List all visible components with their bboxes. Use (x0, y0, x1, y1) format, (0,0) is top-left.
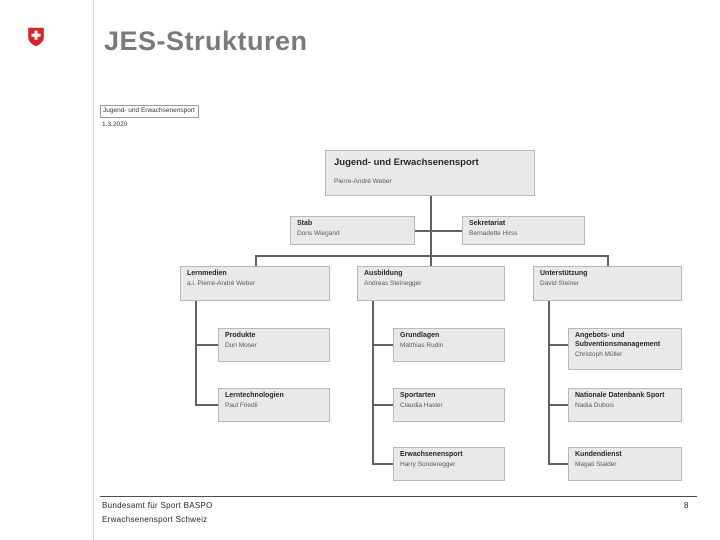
org-box-person: Claudia Hasler (400, 401, 443, 409)
chart-caption-date: 1.3.2020 (102, 121, 128, 128)
org-box-person: Duri Moser (225, 341, 257, 349)
org-box-title: Ausbildung (364, 270, 403, 277)
org-box-stab: Stab Doris Wiegand (290, 216, 415, 245)
connector-line (548, 463, 568, 465)
connector-line (372, 404, 393, 406)
swiss-confederation-logo-icon (27, 27, 45, 47)
org-box-angebots-subventionsmanagement: Angebots- und Subventionsmanagement Chri… (568, 328, 682, 370)
org-box-title: Kundendienst (575, 451, 622, 458)
org-box-title: Unterstützung (540, 270, 588, 277)
org-box-nationale-datenbank-sport: Nationale Datenbank Sport Nadia Dubois (568, 388, 682, 422)
org-box-title: Produkte (225, 332, 256, 339)
org-box-person: Matthias Rudin (400, 341, 444, 349)
org-box-lernmedien: Lernmedien a.i. Pierre-André Weber (180, 266, 330, 301)
connector-line (195, 404, 218, 406)
org-box-title: Angebots- und Subventionsmanagement (575, 332, 661, 348)
org-box-person: Pierre-André Weber (334, 177, 392, 185)
org-box-person: Christoph Müller (575, 350, 623, 358)
connector-line (195, 301, 197, 405)
connector-line (372, 344, 393, 346)
connector-line (548, 404, 568, 406)
connector-line (548, 301, 550, 464)
org-box-title: Nationale Datenbank Sport (575, 392, 665, 399)
org-box-person: a.i. Pierre-André Weber (187, 279, 256, 287)
org-box-unterstuetzung: Unterstützung David Steiner (533, 266, 682, 301)
connector-line (548, 344, 568, 346)
connector-line (607, 255, 609, 266)
connector-line (195, 344, 218, 346)
org-box-person: Doris Wiegand (297, 229, 340, 237)
org-box-produkte: Produkte Duri Moser (218, 328, 330, 362)
org-box-erwachsenensport: Erwachsenensport Harry Sonderegger (393, 447, 505, 481)
org-box-title: Sportarten (400, 392, 436, 399)
org-box-person: Bernadette Hirss (469, 229, 518, 237)
chart-caption-box: Jugend- und Erwachsenensport (100, 105, 199, 118)
org-box-person: Andreas Steinegger (364, 279, 422, 287)
org-box-person: Harry Sonderegger (400, 460, 456, 468)
org-box-grundlagen: Grundlagen Matthias Rudin (393, 328, 505, 362)
connector-line (372, 301, 374, 464)
org-box-ausbildung: Ausbildung Andreas Steinegger (357, 266, 505, 301)
org-box-sekretariat: Sekretariat Bernadette Hirss (462, 216, 585, 245)
org-box-title: Stab (297, 220, 313, 227)
footer-divider-line (100, 496, 697, 497)
connector-line (372, 463, 393, 465)
org-box-person: Paul Friedli (225, 401, 258, 409)
org-box-title: Sekretariat (469, 220, 506, 227)
org-box-lerntechnologien: Lerntechnologien Paul Friedli (218, 388, 330, 422)
org-box-kundendienst: Kundendienst Magali Stalder (568, 447, 682, 481)
org-box-title: Lernmedien (187, 270, 227, 277)
page-number: 8 (684, 501, 689, 510)
connector-line (255, 255, 257, 266)
connector-line (415, 230, 462, 232)
org-box-title: Grundlagen (400, 332, 440, 339)
org-box-title: Erwachsenensport (400, 451, 463, 458)
connector-line (255, 255, 607, 257)
org-box-title: Jugend- und Erwachsenensport (334, 157, 479, 168)
org-box-person: David Steiner (540, 279, 580, 287)
org-box-person: Magali Stalder (575, 460, 617, 468)
org-box-title: Lerntechnologien (225, 392, 284, 399)
footer-department: Erwachsenensport Schweiz (102, 515, 208, 524)
org-box-root: Jugend- und Erwachsenensport Pierre-Andr… (325, 150, 535, 196)
footer-organization: Bundesamt für Sport BASPO (102, 501, 213, 510)
page-title: JES-Strukturen (104, 26, 308, 56)
org-box-sportarten: Sportarten Claudia Hasler (393, 388, 505, 422)
org-box-person: Nadia Dubois (575, 401, 615, 409)
left-divider-line (93, 0, 94, 540)
